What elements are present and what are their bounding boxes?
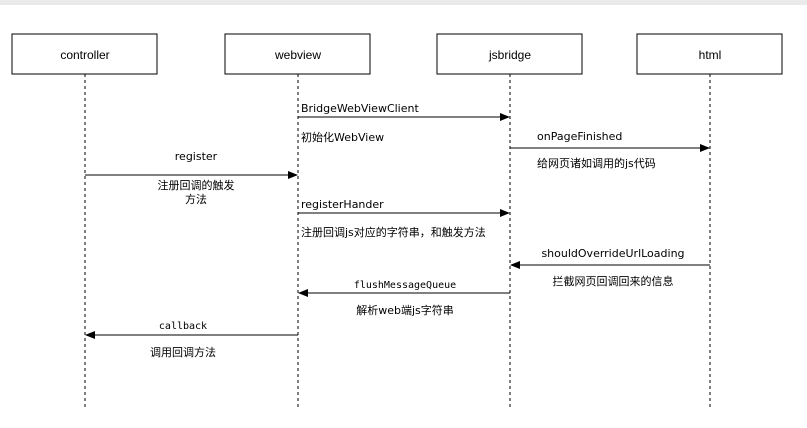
message-label: callback	[159, 321, 207, 332]
message-label: register	[175, 150, 218, 163]
message-note-line1: 注册回调的触发	[158, 178, 235, 192]
message-onpagefinished[interactable]: onPageFinished 给网页诸如调用的js代码	[510, 130, 710, 170]
message-bridgewebviewclient[interactable]: BridgeWebViewClient 初始化WebView	[298, 102, 510, 144]
message-note-line2: 方法	[185, 192, 207, 206]
message-callback[interactable]: callback 调用回调方法	[85, 321, 298, 359]
top-bar	[0, 0, 807, 5]
message-note: 解析web端js字符串	[356, 303, 454, 317]
message-note: 调用回调方法	[150, 345, 216, 359]
actor-webview-label: webview	[274, 48, 321, 62]
message-label: shouldOverrideUrlLoading	[541, 247, 684, 260]
message-shouldoverrideurlloading[interactable]: shouldOverrideUrlLoading 拦截网页回调回来的信息	[510, 247, 710, 288]
actor-jsbridge-label: jsbridge	[488, 48, 531, 62]
message-note: 初始化WebView	[301, 130, 384, 144]
message-label: onPageFinished	[537, 130, 622, 143]
message-note: 拦截网页回调回来的信息	[553, 274, 674, 288]
message-note: 注册回调js对应的字符串，和触发方法	[301, 225, 486, 239]
actor-jsbridge[interactable]: jsbridge	[436, 33, 583, 75]
message-register[interactable]: register 注册回调的触发 方法	[85, 150, 298, 206]
actor-controller-label: controller	[60, 48, 109, 62]
message-label: flushMessageQueue	[354, 280, 456, 291]
actor-controller[interactable]: controller	[11, 33, 158, 75]
message-flushmessagequeue[interactable]: flushMessageQueue 解析web端js字符串	[298, 280, 510, 317]
actor-webview[interactable]: webview	[224, 33, 371, 75]
actor-html-label: html	[699, 48, 722, 62]
actor-html[interactable]: html	[636, 33, 783, 75]
message-registerhander[interactable]: registerHander 注册回调js对应的字符串，和触发方法	[298, 198, 510, 239]
message-label: registerHander	[301, 198, 384, 211]
message-note: 给网页诸如调用的js代码	[537, 156, 656, 170]
message-label: BridgeWebViewClient	[301, 102, 419, 115]
